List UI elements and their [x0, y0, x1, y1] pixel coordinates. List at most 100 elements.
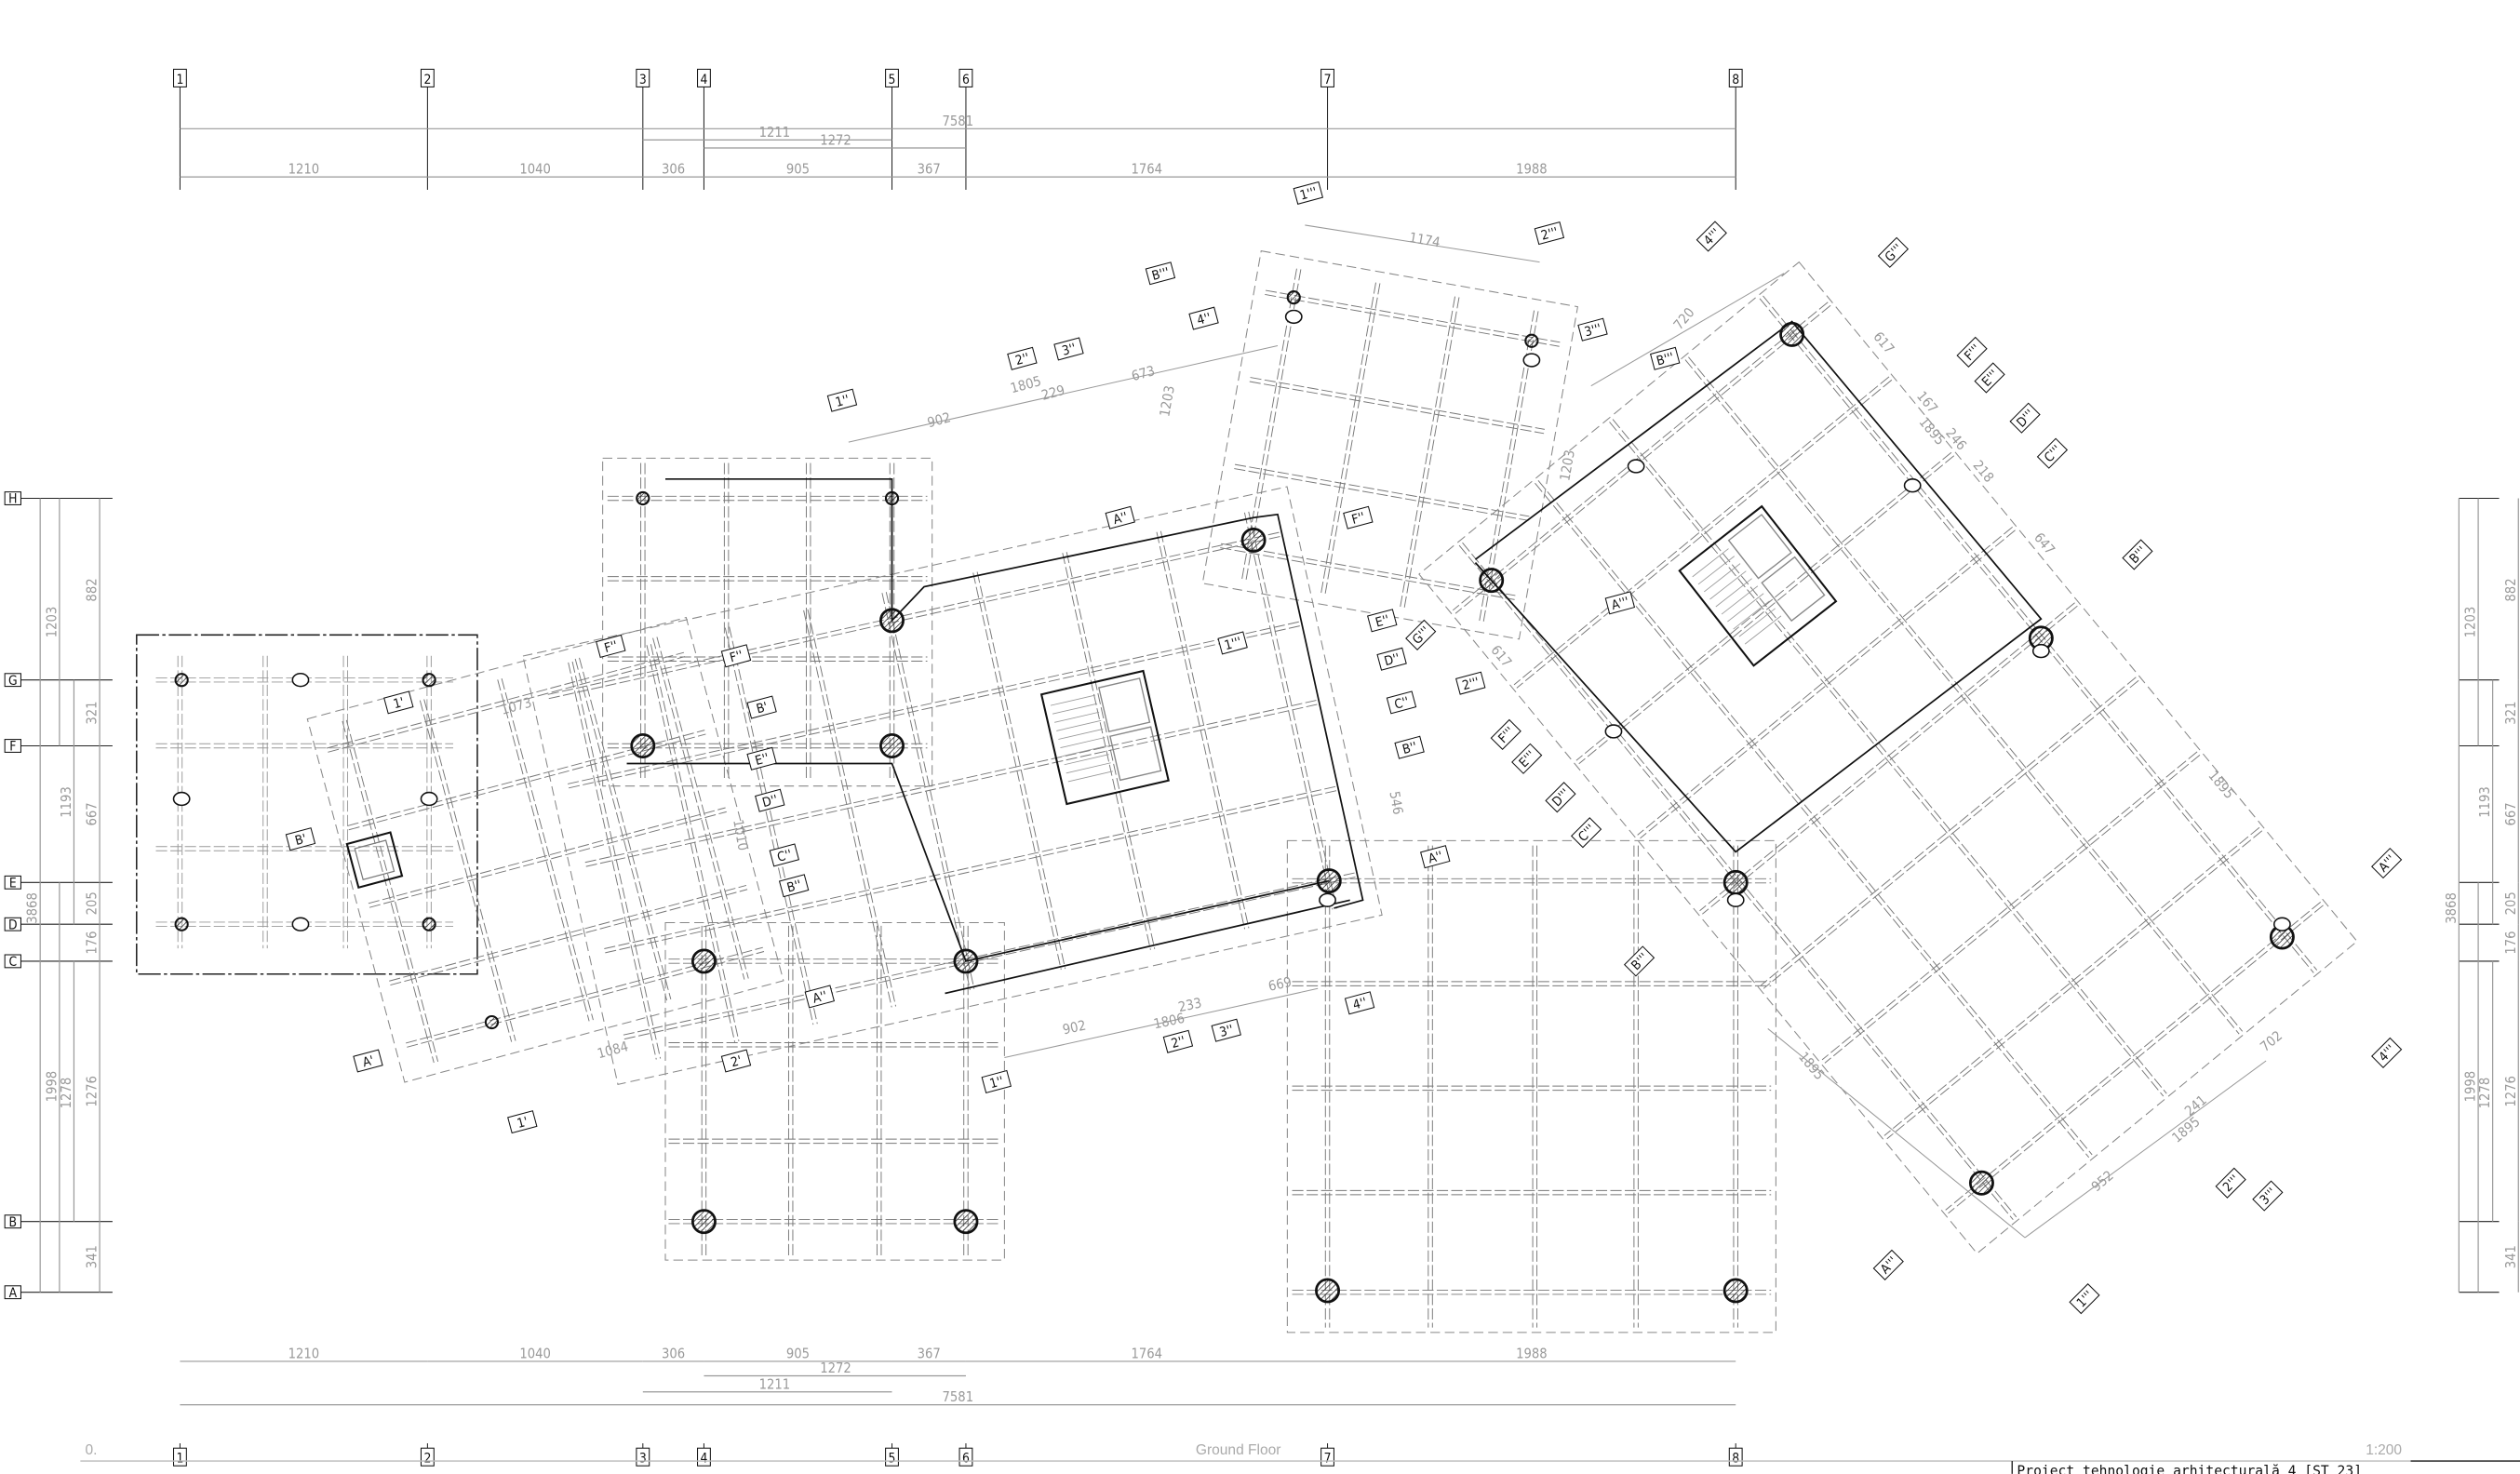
- dimension-text: 1040: [519, 162, 551, 178]
- axis-bubble: [746, 746, 777, 770]
- rotated-axis-label: F'': [603, 638, 620, 656]
- rotated-dimension-text: 1895: [2205, 768, 2237, 802]
- dimension-text: 1211: [759, 1376, 791, 1392]
- rotated-dimension-text: 669: [1267, 974, 1293, 995]
- beam-line: [1454, 304, 1831, 614]
- axis-label-column: 8: [1732, 1452, 1739, 1467]
- beam-line: [419, 700, 513, 1042]
- axis-label-row: B: [9, 1215, 18, 1230]
- column-small: [636, 490, 650, 506]
- rotated-dimension-text: 233: [1177, 995, 1203, 1015]
- axis-bubble: [507, 1110, 538, 1134]
- rotated-axis-bubble: 1'': [981, 1069, 1012, 1094]
- column-small: [884, 490, 900, 506]
- axis-bubble: [1604, 591, 1636, 615]
- core-inner: [354, 839, 395, 881]
- elevator-shaft: [1109, 726, 1162, 782]
- dimension-text: 341: [85, 1245, 101, 1268]
- axis-label-column: 5: [889, 1452, 896, 1467]
- rotated-axis-label: 1'': [988, 1074, 1005, 1092]
- rotated-dimension-text: 218: [1970, 458, 1997, 486]
- rotated-axis-label: 2''': [1461, 675, 1481, 693]
- axis-bubble: [1570, 817, 1602, 849]
- dimension-text: 367: [918, 162, 941, 178]
- rotated-axis-bubble: 1''': [1293, 181, 1324, 205]
- rotated-axis-bubble: A'': [1420, 845, 1451, 869]
- rotated-axis-bubble: 2''': [1455, 671, 1486, 695]
- axis-label-row: E: [9, 876, 17, 891]
- dimension-text: 7581: [943, 1389, 974, 1405]
- beam-line: [1948, 904, 2324, 1214]
- stair-tread: [1692, 548, 1729, 578]
- axis-bubble: [1007, 346, 1038, 370]
- dimension-text: 882: [2503, 578, 2519, 601]
- rotated-dimension-text: 229: [1039, 382, 1066, 404]
- rotated-dimension-text: 702: [2258, 1028, 2285, 1055]
- beam-line: [1324, 283, 1381, 594]
- rotated-axis-label: A': [361, 1053, 376, 1071]
- rotated-dimension-text: 617: [1487, 642, 1514, 670]
- beam-line: [1824, 754, 2201, 1064]
- axis-bubble: [1974, 362, 2005, 394]
- axis-label-column: 4: [700, 73, 707, 87]
- beam-line: [579, 657, 672, 999]
- axis-bubble: [1577, 317, 1608, 342]
- columns: [172, 290, 2295, 1304]
- stair-tread: [1050, 694, 1096, 706]
- dimension-text: 1040: [519, 1347, 551, 1362]
- rotated-axis-label: 3'': [1218, 1023, 1235, 1040]
- elevator-shaft: [1098, 677, 1151, 733]
- axis-label-row: H: [8, 492, 17, 507]
- beam-line: [1249, 381, 1545, 435]
- rotated-axis-bubble: G''': [1405, 619, 1437, 650]
- rotated-axis-bubble: D''': [1545, 782, 1576, 813]
- rotated-axis-bubble: 4''': [2371, 1037, 2403, 1068]
- rotated-axis-bubble: E'': [1367, 609, 1398, 633]
- axis-bubble: [1405, 619, 1437, 650]
- beam-line: [574, 658, 667, 1001]
- axis-bubble: [1344, 991, 1375, 1015]
- rotated-axis-bubble: 1': [507, 1110, 538, 1134]
- beam-line: [1760, 677, 2137, 986]
- axis-bubble: [2009, 402, 2041, 434]
- rotated-axis-bubble: 4'': [1344, 991, 1375, 1015]
- beam-line: [604, 785, 1337, 949]
- rotated-axis-bubble: C''': [1570, 817, 1602, 849]
- beam-line: [1513, 376, 1890, 686]
- rotated-dimension-text: 546: [1386, 790, 1405, 816]
- rotated-axis-label: A'': [1112, 510, 1130, 528]
- rotated-dimension-text: 1203: [1157, 384, 1178, 418]
- axis-bubble: [596, 634, 626, 658]
- axis-label-row: C: [8, 955, 17, 970]
- column-small: [422, 673, 436, 688]
- dimension-text: 1211: [759, 125, 791, 141]
- beam-line: [1763, 679, 2139, 989]
- axis-bubble: [173, 68, 187, 87]
- axis-label-column: 3: [639, 73, 647, 87]
- dimension-text: 905: [786, 162, 810, 178]
- dimension-text: 1278: [2477, 1078, 2493, 1109]
- rotated-axis-bubble: 4'': [1188, 306, 1219, 330]
- rotated-axis-bubble: 3''': [1577, 317, 1608, 342]
- beam-line: [1945, 901, 2322, 1211]
- column-large: [1240, 527, 1267, 553]
- column-large: [690, 1209, 717, 1235]
- axis-bubble: [2122, 539, 2153, 570]
- rotated-axis-bubble: B''': [2122, 539, 2153, 570]
- dimension-text: 1203: [44, 607, 60, 638]
- axis-bubble: [720, 1049, 752, 1073]
- column-large: [690, 948, 717, 974]
- core-wall: [1039, 669, 1170, 806]
- beam-line: [1578, 455, 1955, 765]
- slab-outline: [1286, 839, 1776, 1333]
- rotated-axis-bubble: D''': [2009, 402, 2041, 434]
- slab-outline: [306, 616, 784, 1083]
- axis-bubble: [1872, 1249, 1904, 1280]
- rotated-dimension-text: 647: [2031, 529, 2058, 557]
- title-block-text: Proiect tehnologie arhitecturală 4 [ST 2…: [2017, 1464, 2362, 1474]
- axis-bubble: [2371, 847, 2403, 879]
- rotated-axis-bubble: B''': [1623, 945, 1655, 977]
- column-large: [630, 733, 656, 758]
- column-pair: [1627, 459, 1645, 474]
